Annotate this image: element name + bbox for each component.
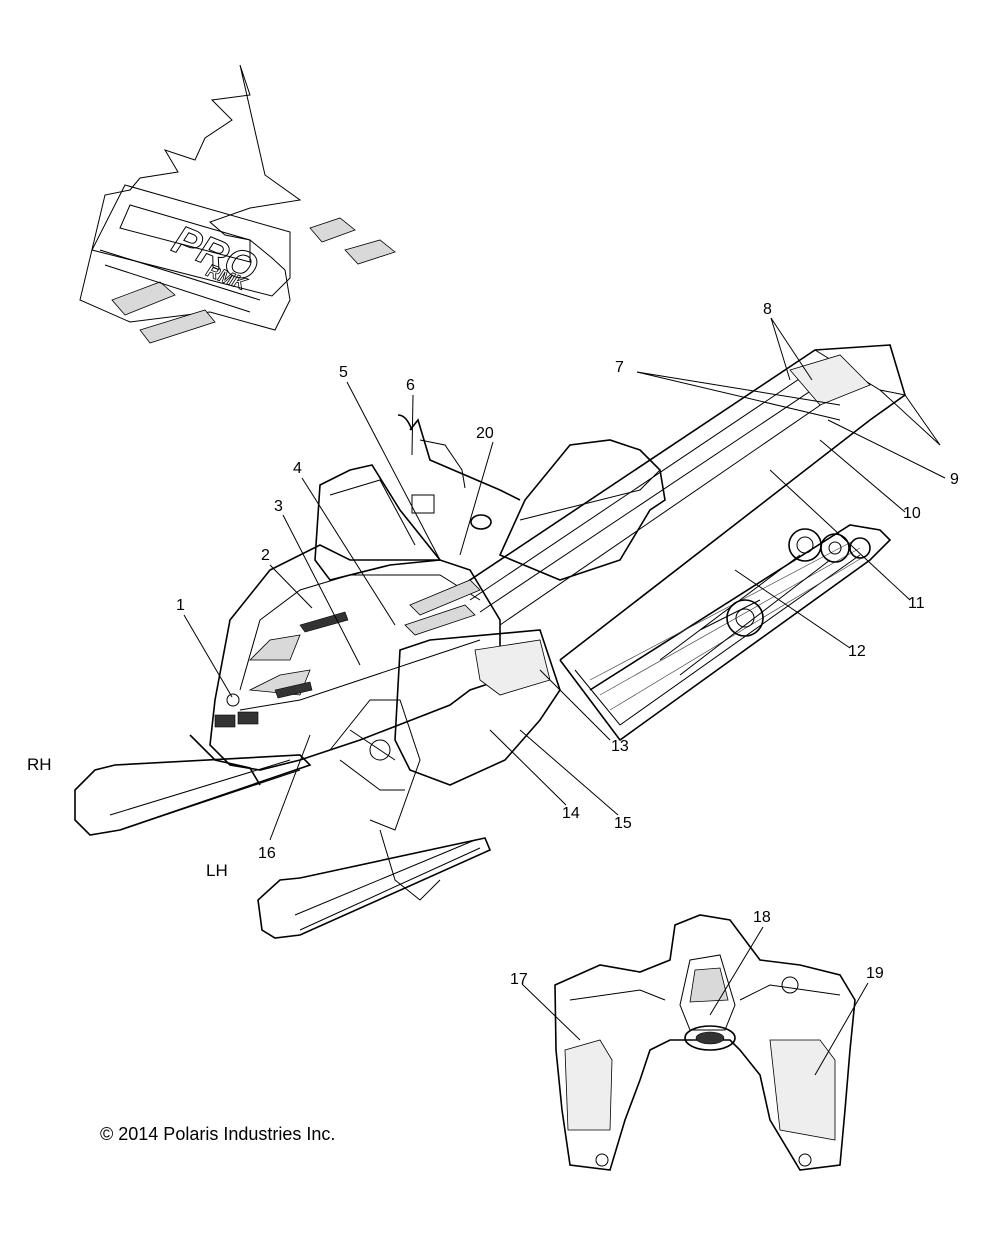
callout-1: 1 — [176, 597, 185, 614]
copyright-notice: © 2014 Polaris Industries Inc. — [100, 1124, 335, 1144]
callout-2: 2 — [261, 547, 270, 564]
callout-9: 9 — [950, 471, 959, 488]
callout-16: 16 — [258, 845, 276, 862]
callout-4: 4 — [293, 460, 302, 477]
callout-13: 13 — [611, 738, 629, 755]
callout-3: 3 — [274, 498, 283, 515]
leader-lines — [183, 317, 946, 1076]
callout-labels: 1 2 3 4 5 6 7 8 9 10 11 12 13 14 15 16 1… — [176, 301, 959, 988]
callout-15: 15 — [614, 815, 632, 832]
side-label-rh: RH — [27, 755, 52, 774]
callout-7: 7 — [615, 359, 624, 376]
snowmobile-drawing — [74, 344, 941, 939]
callout-17: 17 — [510, 971, 528, 988]
side-label-lh: LH — [206, 861, 228, 880]
callout-14: 14 — [562, 805, 580, 822]
callout-11: 11 — [908, 595, 925, 612]
callout-10: 10 — [903, 505, 921, 522]
windshield-decal-drawing: PRO RMK — [79, 64, 396, 344]
callout-19: 19 — [866, 965, 884, 982]
callout-5: 5 — [339, 364, 348, 381]
callout-18: 18 — [753, 909, 771, 926]
callout-20: 20 — [476, 425, 494, 442]
callout-8: 8 — [763, 301, 772, 318]
callout-6: 6 — [406, 377, 415, 394]
body-panel-drawing — [554, 914, 856, 1171]
callout-12: 12 — [848, 643, 866, 660]
